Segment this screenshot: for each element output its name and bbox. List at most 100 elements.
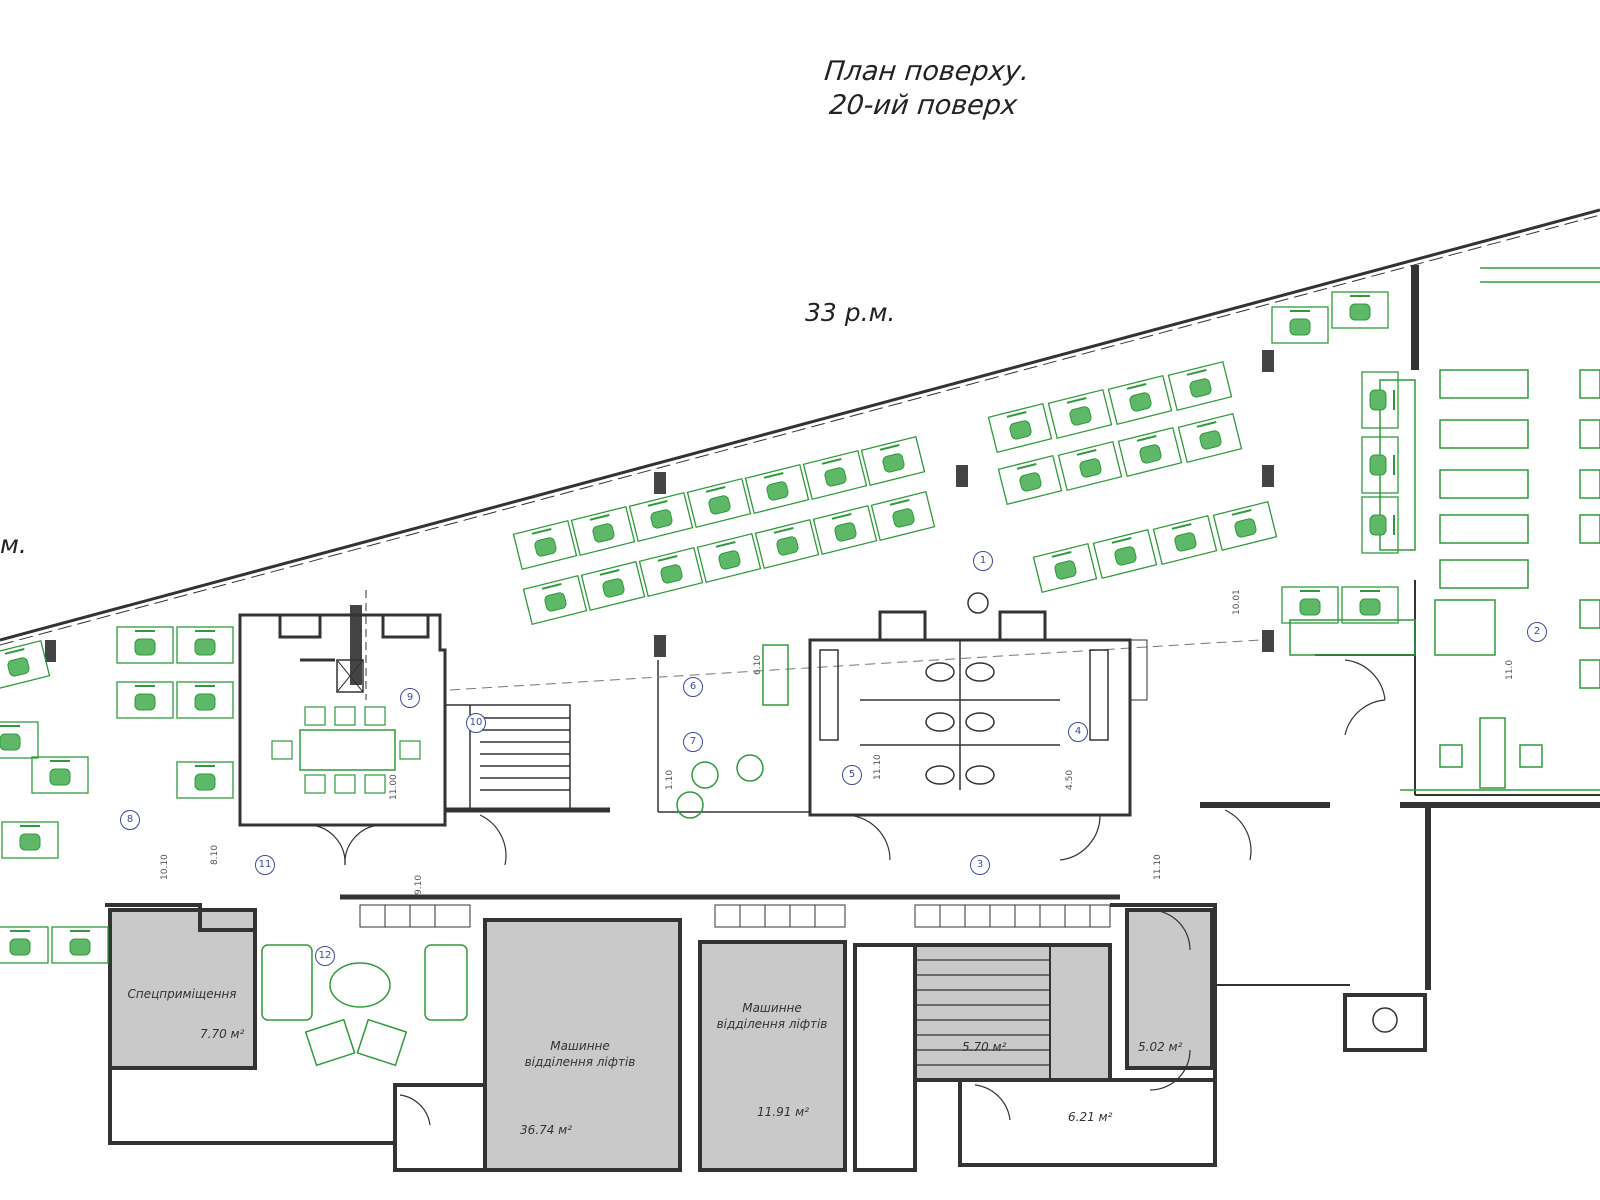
desk [628, 491, 694, 543]
small-area-label: 11.00 [389, 774, 399, 800]
room-marker: 12 [315, 946, 335, 966]
small-area-label: 11.10 [873, 754, 883, 780]
desk [1271, 306, 1329, 344]
plan-title-line2: 20-ий поверх [827, 90, 1019, 121]
room-marker: 3 [970, 855, 990, 875]
furniture-right-zone [1289, 267, 1600, 791]
room-area-server: 7.70 м² [200, 1027, 245, 1041]
desk [686, 477, 752, 529]
desk [570, 505, 636, 557]
workstations [0, 291, 1399, 964]
small-area-label: 8.10 [210, 844, 220, 865]
desk [638, 546, 704, 598]
desk [1177, 412, 1243, 464]
desk [744, 463, 810, 515]
room-marker: 10 [466, 713, 486, 733]
room-area-lift-small: 11.91 м² [757, 1105, 810, 1119]
desk [1361, 496, 1399, 554]
room-area-stair: 5.70 м² [962, 1040, 1007, 1054]
service-core [105, 903, 1427, 1172]
room-marker: 7 [683, 732, 703, 752]
desk [1361, 436, 1399, 494]
desk [51, 926, 109, 964]
desk [1152, 514, 1218, 566]
desk [1361, 371, 1399, 429]
plan-title: План поверху. 20-ий поверх [756, 55, 1093, 123]
room-area-right-b: 6.21 м² [1068, 1110, 1113, 1124]
room-name-server: Спецприміщення [127, 987, 237, 1001]
desk [0, 639, 51, 691]
small-area-label: 6.10 [753, 654, 763, 675]
room-name-lift-large: Машинне відділення ліфтів [524, 1039, 636, 1069]
meeting-chair [304, 706, 326, 726]
small-area-label: 10.10 [160, 854, 170, 880]
desk [1107, 374, 1173, 426]
desk [0, 721, 39, 759]
room-marker: 5 [842, 765, 862, 785]
desk [997, 454, 1063, 506]
room-marker: 8 [120, 810, 140, 830]
desk [696, 532, 762, 584]
desk [987, 402, 1053, 454]
desk [116, 681, 174, 719]
room-marker: 2 [1527, 622, 1547, 642]
small-area-label: 11.0 [1505, 659, 1515, 680]
wc-block [808, 592, 1148, 817]
room-area-right-a: 5.02 м² [1138, 1040, 1183, 1054]
desk [1212, 500, 1278, 552]
desk [1057, 440, 1123, 492]
stair-left [444, 704, 610, 813]
desk [1047, 388, 1113, 440]
desk [1032, 542, 1098, 594]
door-swings [309, 659, 1386, 1126]
desk [1167, 360, 1233, 412]
desk [0, 926, 49, 964]
meeting-chair [334, 774, 356, 794]
small-area-label: 1.10 [665, 769, 675, 790]
meeting-chair [364, 774, 386, 794]
plan-title-line1: План поверху. [822, 56, 1031, 87]
desk [1092, 528, 1158, 580]
desk [31, 756, 89, 794]
meeting-table [299, 729, 396, 771]
desk [1341, 586, 1399, 624]
room-marker: 1 [973, 551, 993, 571]
desk [860, 435, 926, 487]
room-area-lift-large: 36.74 м² [520, 1123, 573, 1137]
desk [812, 504, 878, 556]
desk [754, 518, 820, 570]
desk [176, 761, 234, 799]
room-marker: 6 [683, 677, 703, 697]
lounge-furniture [261, 644, 789, 1067]
desk [176, 681, 234, 719]
room-name-lift-small: Машинне відділення ліфтів [716, 1001, 828, 1031]
desk [1331, 291, 1389, 329]
small-area-label: 9.10 [414, 874, 424, 895]
desk [1281, 586, 1339, 624]
small-area-label: 4.50 [1065, 769, 1075, 790]
desk [870, 490, 936, 542]
meeting-chair [271, 740, 293, 760]
desk [580, 560, 646, 612]
meeting-chair [364, 706, 386, 726]
desk [522, 574, 588, 626]
room-marker: 4 [1068, 722, 1088, 742]
glazed-facade [0, 208, 1600, 646]
desk [1, 821, 59, 859]
meeting-chair [334, 706, 356, 726]
seat-count-label-left: м. [0, 530, 27, 559]
small-area-label: 11.10 [1153, 854, 1163, 880]
storage-cabinets [340, 894, 1120, 928]
room-marker: 11 [255, 855, 275, 875]
desk [512, 519, 578, 571]
meeting-chair [399, 740, 421, 760]
seat-count-label-center: 33 р.м. [805, 298, 896, 327]
desk [176, 626, 234, 664]
room-marker: 9 [400, 688, 420, 708]
desk [802, 449, 868, 501]
meeting-chair [304, 774, 326, 794]
meeting-room [238, 613, 447, 827]
desk [116, 626, 174, 664]
stair-core [915, 945, 1051, 1080]
